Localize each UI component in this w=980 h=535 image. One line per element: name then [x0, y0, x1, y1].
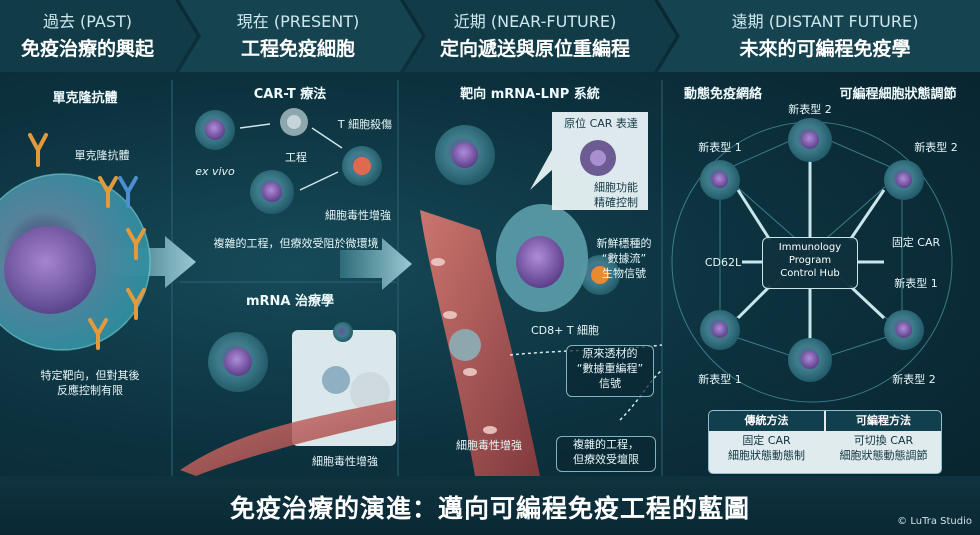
phase-past: 過去 (PAST) 免疫治療的興起	[0, 0, 175, 72]
phase-subtitle: 免疫治療的興起	[20, 38, 154, 60]
hub-arrows	[736, 160, 886, 340]
phase-header-band	[0, 0, 980, 72]
node-label: 新表型 1	[698, 141, 742, 154]
past-tumor-cell	[0, 173, 151, 351]
reprogram-signal-box: 原來透材的 “數據重編程” 信號	[566, 345, 654, 397]
table-header-programmable: 可編程方法	[826, 411, 941, 431]
phase-near-future: 近期 (NEAR-FUTURE) 定向遞送與原位重編程	[410, 0, 660, 72]
antibody-group	[28, 133, 146, 350]
node-label: 新表型 1	[894, 277, 938, 290]
phase-title: 過去 (PAST)	[42, 12, 133, 31]
cd8-t-cell	[496, 204, 588, 312]
phase-subtitle: 定向遞送與原位重編程	[439, 38, 630, 60]
cd8-label: CD8+ T 細胞	[530, 324, 600, 337]
phase-title: 現在 (PRESENT)	[236, 12, 360, 31]
comparison-table: 傳統方法 可編程方法 固定 CAR 細胞狀態動態制 可切換 CAR 細胞狀態動態…	[708, 410, 942, 474]
lnp-particles	[435, 125, 620, 361]
t-cell-kill-label: T 細胞殺傷	[337, 118, 393, 131]
past-section-title: 單克隆抗體	[52, 91, 118, 106]
node-label: CD62L	[704, 256, 742, 269]
data-stream-signal: 新鮮穩種的 “數據流” 生物信號	[596, 237, 652, 280]
cart-cells	[195, 108, 382, 214]
phase-title: 遠期 (DISTANT FUTURE)	[731, 12, 919, 31]
node-label: 新表型 2	[914, 141, 958, 154]
near-complex-box: 複雜的工程， 但療效受壇限	[556, 436, 656, 472]
phase-subtitle: 工程免疫細胞	[240, 38, 355, 60]
footer-title: 免疫治療的演進：邁向可編程免疫工程的藍圖	[229, 494, 750, 523]
flow-arrow-present	[340, 238, 412, 290]
antibody-label: 單克隆抗體	[74, 149, 130, 162]
node-label: 新表型 2	[788, 103, 832, 116]
present-arrow-caption: 複雜的工程，但療效受阻於微環境	[213, 237, 379, 250]
mrna-cytotoxicity-label: 細胞毒性增強	[312, 455, 378, 468]
phase-present: 現在 (PRESENT) 工程免疫細胞	[188, 0, 408, 72]
near-cytotoxicity-label: 細胞毒性增強	[456, 439, 522, 452]
insitu-caption: 細胞功能 精確控制	[594, 181, 638, 209]
past-caption: 特定靶向，但對其後 反應控制有限	[40, 369, 140, 397]
network-title: 動態免疫網絡	[683, 87, 762, 102]
cytotoxicity-label: 細胞毒性增強	[325, 209, 391, 222]
table-header-traditional: 傳統方法	[709, 411, 824, 431]
engineering-label: 工程	[285, 151, 307, 164]
phase-subtitle: 未來的可編程免疫學	[739, 38, 911, 60]
table-cell-traditional: 固定 CAR 細胞狀態動態制	[728, 434, 805, 462]
insitu-title: 原位 CAR 表達	[564, 117, 638, 130]
near-section-title: 靶向 mRNA-LNP 系統	[460, 87, 600, 102]
footer-band: 免疫治療的演進：邁向可編程免疫工程的藍圖	[0, 476, 980, 535]
mrna-panel	[180, 322, 396, 476]
cart-section-title: CAR-T 療法	[253, 87, 327, 102]
phase-distant-future: 遠期 (DISTANT FUTURE) 未來的可編程免疫學	[670, 0, 980, 72]
network-cells	[700, 118, 924, 382]
node-label: 固定 CAR	[891, 236, 941, 249]
states-title: 可編程細胞狀態調節	[839, 87, 957, 102]
credit-text: © LuTra Studio	[897, 516, 972, 527]
ex-vivo-label: ex vivo	[195, 165, 235, 178]
node-label: 新表型 2	[892, 373, 936, 386]
phase-title: 近期 (NEAR-FUTURE)	[453, 12, 617, 31]
insitu-bubble	[530, 112, 648, 210]
mrna-section-title: mRNA 治療學	[245, 294, 335, 309]
table-cell-programmable: 可切換 CAR 細胞狀態動態調節	[839, 434, 928, 462]
control-hub: Immunology Program Control Hub	[762, 237, 858, 289]
node-label: 新表型 1	[698, 373, 742, 386]
hub-label: Immunology Program Control Hub	[778, 242, 842, 279]
